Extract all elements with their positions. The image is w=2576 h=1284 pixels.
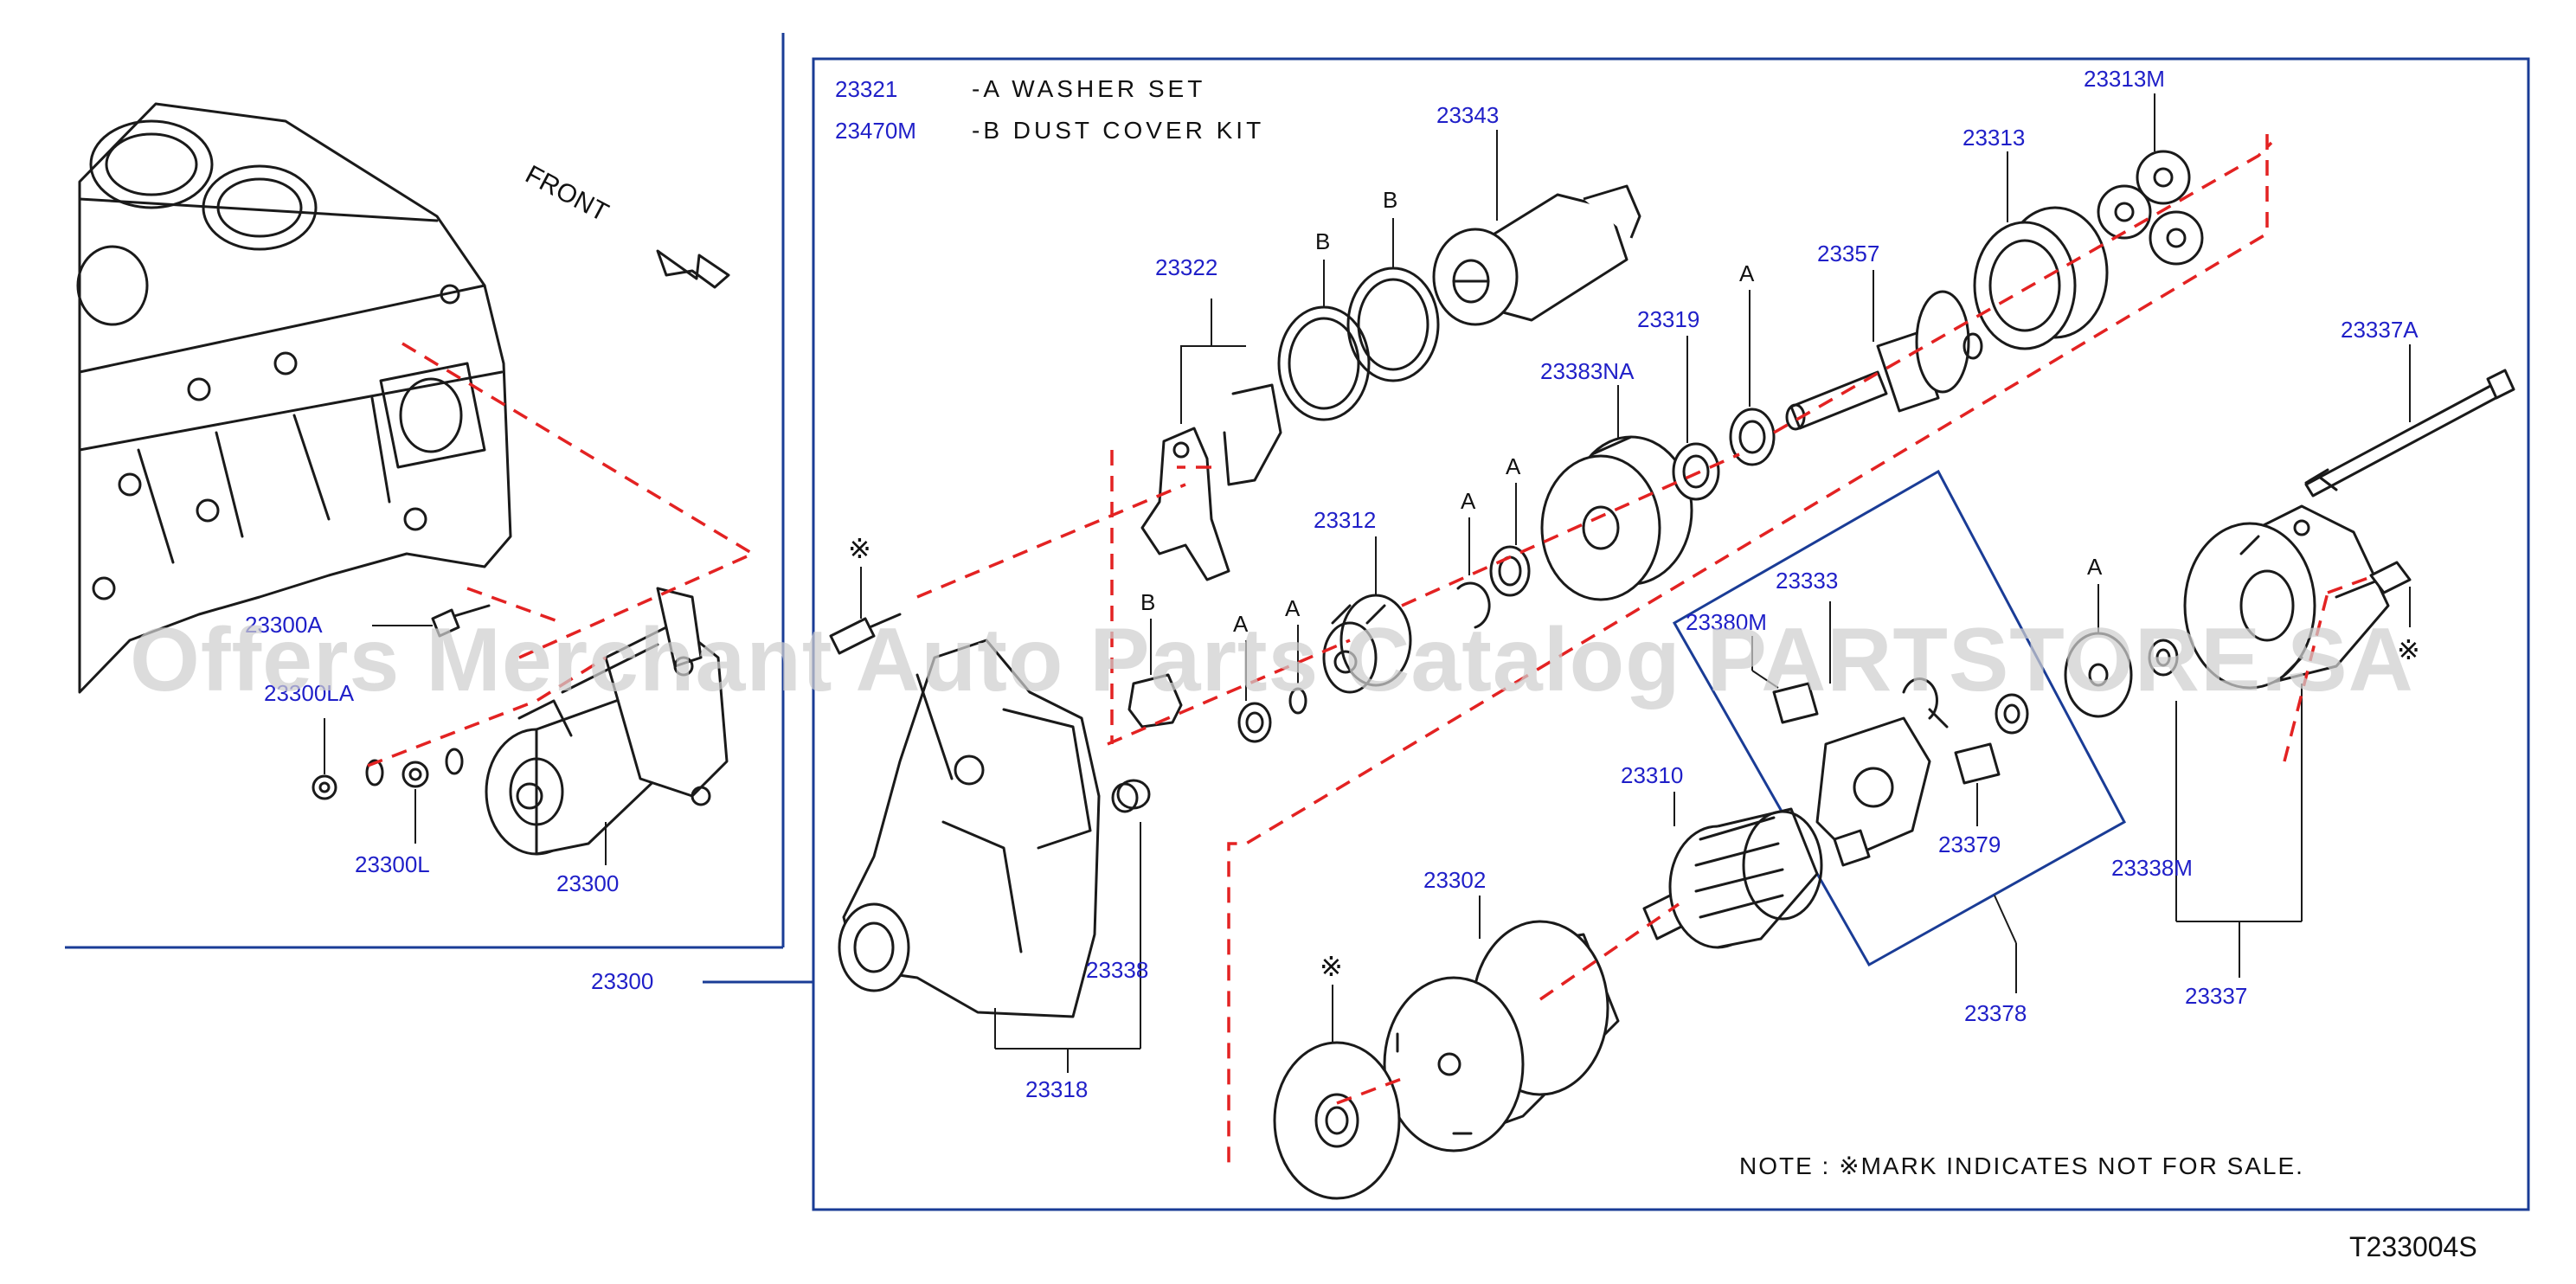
label-23313M: 23313M [2084, 66, 2165, 92]
assembly-dash-main-axis [916, 141, 2273, 746]
label-23302: 23302 [1423, 867, 1486, 893]
label-23300LA: 23300LA [264, 680, 355, 706]
small-bolt-23300A [431, 604, 491, 638]
label-23300L: 23300L [355, 851, 430, 877]
label-23310: 23310 [1621, 762, 1683, 788]
not-for-sale-mark-right: ※ [2397, 634, 2420, 665]
pinion-gear-23312-drawing [1322, 594, 1412, 694]
dust-cover-rings-b [1277, 266, 1440, 421]
planetary-shaft-23357-drawing [1785, 290, 1983, 431]
front-label: FRONT [521, 160, 613, 228]
exploded-view-frame [812, 57, 2530, 1211]
label-23338: 23338 [1086, 957, 1148, 983]
stop-ring-a [1456, 545, 1531, 629]
dust-cover-b-small [1127, 673, 1183, 729]
assembly-dash-cover [1336, 902, 1680, 1105]
washer-a-shaft [1729, 408, 1776, 466]
label-a-pinion-2: A [1285, 595, 1301, 621]
label-23343: 23343 [1436, 102, 1499, 128]
label-23313: 23313 [1963, 125, 2025, 151]
armature-23310-drawing [1642, 807, 1823, 949]
assembly-dash-outline [1110, 134, 2269, 1172]
not-for-sale-screw-right: ※ [2335, 561, 2420, 665]
gear-housing-23383NA-drawing [1540, 435, 1693, 601]
washer-a-pinion-side [1237, 687, 1307, 743]
planet-gears-23313M-drawing [2097, 150, 2204, 266]
label-a-washer-mid: A [1506, 453, 1521, 479]
label-23319: 23319 [1637, 306, 1699, 332]
legend-dust-cover-kit: -B DUST COVER KIT [972, 117, 1264, 144]
label-23378: 23378 [1964, 1000, 2027, 1026]
label-23380M: 23380M [1686, 609, 1767, 635]
label-23337: 23337 [2185, 983, 2247, 1009]
rear-cover-23337-drawing [2183, 504, 2390, 690]
label-a-stop-ring: A [1461, 488, 1476, 514]
bushing-23319-drawing [1672, 442, 1720, 501]
label-23333: 23333 [1776, 568, 1838, 594]
not-for-sale-bolt-left: ※ [829, 533, 902, 655]
internal-gear-23313-drawing [1973, 206, 2109, 350]
mounting-dash-route-lower [367, 587, 607, 767]
watermark: Offers Merchant Auto Parts Catalog PARTS… [130, 610, 2414, 710]
label-23357: 23357 [1817, 241, 1879, 266]
small-starter-assembly-drawing [485, 587, 729, 856]
label-b-dust-cover-2: B [1383, 187, 1397, 213]
engine-block-drawing [76, 102, 512, 694]
label-b-dust-cover-1: B [1315, 228, 1330, 254]
brush-holder-23378-drawing [1772, 677, 2029, 867]
mounting-dash-route-upper [401, 342, 756, 659]
label-23337A: 23337A [2341, 317, 2419, 343]
label-23300-small: 23300 [556, 870, 619, 896]
label-a-shaft-washer: A [1739, 260, 1755, 286]
solenoid-23343-drawing [1432, 184, 1641, 326]
not-for-sale-plate: ※ [1273, 951, 1401, 1200]
label-a-pinion-1: A [1233, 611, 1249, 637]
label-23312: 23312 [1314, 507, 1376, 533]
label-23338M: 23338M [2111, 855, 2193, 881]
label-23300-main: 23300 [591, 968, 653, 994]
small-nuts-washers [312, 748, 464, 800]
legend-part-23321: 23321 [835, 76, 897, 102]
label-23383NA: 23383NA [1540, 358, 1635, 384]
shift-lever-23322-drawing [1140, 383, 1282, 581]
label-a-rear-washer: A [2087, 554, 2103, 580]
yoke-23302-drawing [1383, 920, 1620, 1152]
not-for-sale-mark-left: ※ [848, 533, 871, 564]
legend-washer-set: -A WASHER SET [972, 75, 1205, 102]
front-arrow-icon [656, 249, 730, 289]
front-direction-indicator: FRONT [521, 160, 730, 289]
not-for-sale-note: NOTE : ※MARK INDICATES NOT FOR SALE. [1739, 1152, 2304, 1179]
bushing-23338-drawing [1111, 779, 1151, 813]
label-b-dust-cover-lower: B [1140, 589, 1155, 615]
label-23318: 23318 [1025, 1076, 1088, 1102]
label-23300A: 23300A [245, 612, 323, 638]
label-23322: 23322 [1155, 254, 1217, 280]
legend-part-23470M: 23470M [835, 118, 916, 144]
bushing-23338M-drawing [2064, 632, 2179, 718]
legend: 23321 -A WASHER SET 23470M -B DUST COVER… [835, 75, 1264, 144]
not-for-sale-mark-plate: ※ [1320, 951, 1343, 982]
through-bolt-23337A-drawing [2304, 369, 2515, 498]
front-housing-23318-drawing [838, 639, 1101, 1018]
drawing-reference-code: T233004S [2349, 1231, 2477, 1262]
assembly-dash-rear [2283, 574, 2376, 762]
label-23379: 23379 [1938, 831, 2001, 857]
